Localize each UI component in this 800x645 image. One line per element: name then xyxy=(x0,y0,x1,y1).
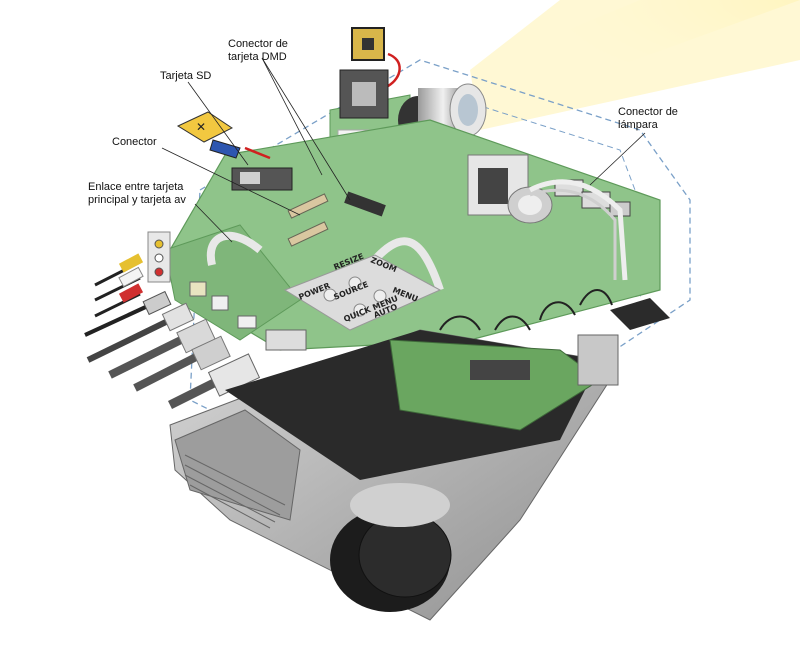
sd-insert-arrow xyxy=(244,146,271,160)
leader-dmd-connector xyxy=(261,57,351,201)
chassis-outline xyxy=(189,59,691,471)
lamp-module xyxy=(467,154,553,224)
rca-cable-white xyxy=(94,266,144,302)
vga-cable-1 xyxy=(108,318,216,379)
dmd-chip xyxy=(351,27,385,61)
board-connector xyxy=(287,193,329,247)
wire-harness-2 xyxy=(579,289,613,306)
label-lamp-connector: Conector de lámpara xyxy=(618,106,678,131)
dmd-connector xyxy=(344,191,386,217)
leader-connector xyxy=(161,147,301,216)
flex-cable-left xyxy=(206,231,263,266)
vga-cable-2 xyxy=(133,335,231,392)
dmd-mount xyxy=(339,69,389,119)
label-link-board: Enlace entre tarjeta principal y tarjeta… xyxy=(88,181,186,206)
av-jack-panel xyxy=(147,231,171,283)
sd-card xyxy=(209,139,241,159)
label-dmd-connector: Conector de tarjeta DMD xyxy=(228,38,288,63)
leader-dmd-connector-2 xyxy=(261,57,323,176)
s-video-cable xyxy=(84,290,172,337)
wire-harness-3 xyxy=(439,315,481,331)
wire-harness-4 xyxy=(494,315,531,331)
fan-unit xyxy=(577,334,619,386)
ic-chip xyxy=(610,298,670,330)
label-connector: Conector xyxy=(112,136,157,148)
projector-body xyxy=(169,329,611,621)
av-board xyxy=(164,224,301,341)
light-beam-glow xyxy=(470,0,800,130)
dmd-rotation-arrow xyxy=(387,52,401,88)
board-ports xyxy=(189,281,307,351)
flex-cable-center xyxy=(366,237,444,292)
sd-logo: ✕ xyxy=(176,111,233,143)
rca-cable-red xyxy=(94,283,144,318)
label-sd-card: Tarjeta SD xyxy=(160,70,212,82)
sd-card-slot xyxy=(231,167,293,191)
leader-link-board xyxy=(194,203,233,243)
lamp-connector xyxy=(528,179,631,281)
usb-cable xyxy=(86,302,195,363)
leader-sd-card xyxy=(187,81,249,166)
svg-text:✕: ✕ xyxy=(196,120,206,134)
rca-cable-yellow xyxy=(94,253,144,287)
leader-lamp-connector xyxy=(589,132,646,186)
wire-harness-1 xyxy=(539,301,576,321)
projector-lens xyxy=(330,483,452,612)
